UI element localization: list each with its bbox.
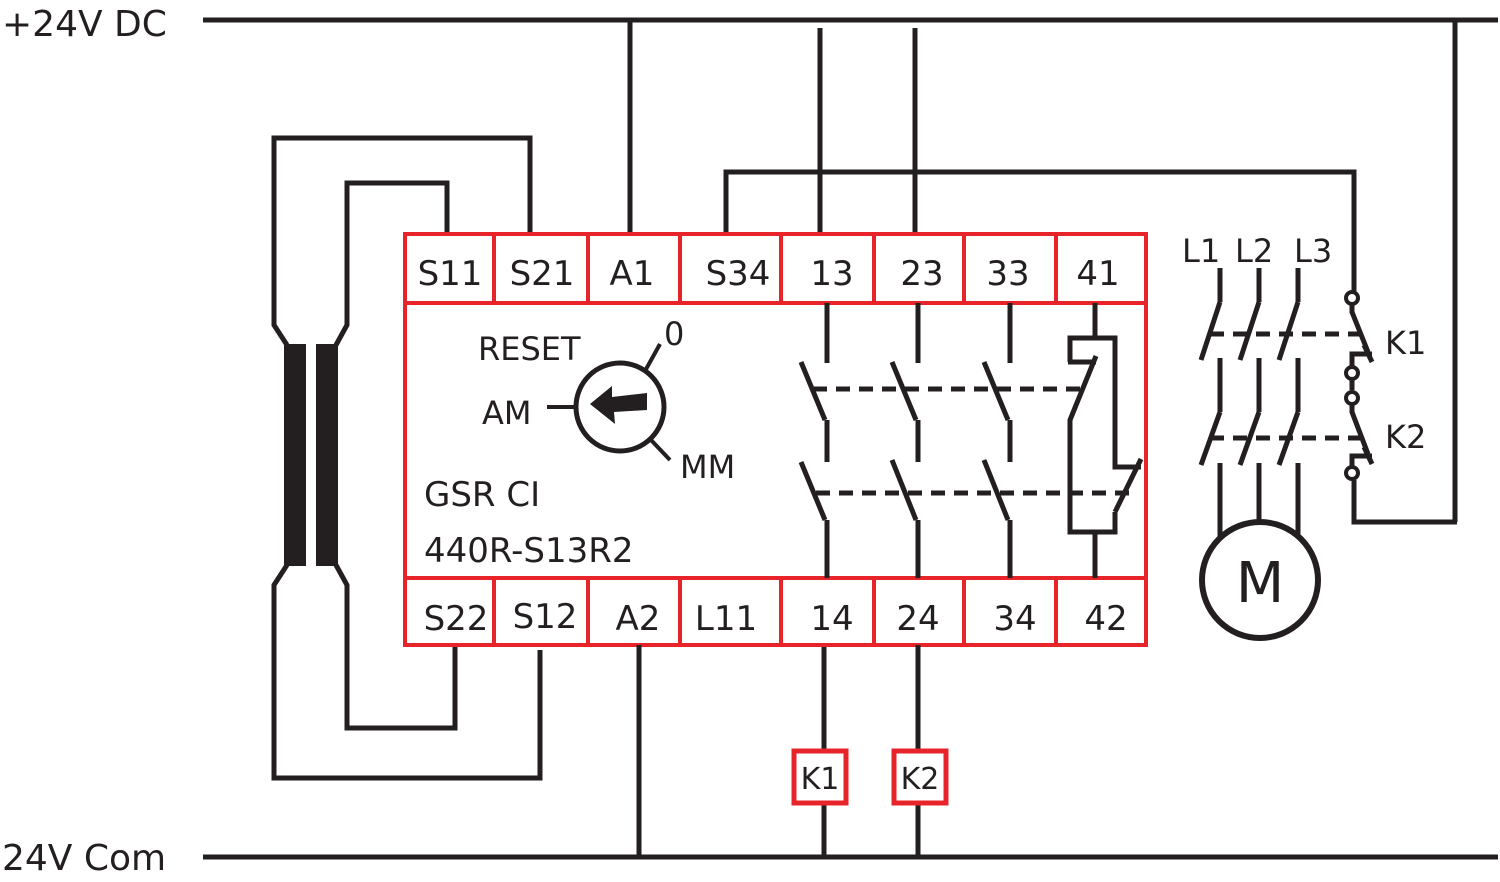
terminal-14: 14 [810,599,853,639]
coil-k2-label: K2 [901,762,940,797]
reset-label: RESET [478,330,581,368]
selector-position-am: AM [482,394,532,432]
mode-selector: RESET 0 AM MM [478,315,735,486]
phase-l3-label: L3 [1294,232,1332,270]
aux-k2-label: K2 [1385,418,1426,456]
positive-rail-label: +24V DC [2,4,167,45]
terminal-s34: S34 [706,254,771,294]
terminal-24: 24 [896,599,939,639]
relay-outline [403,232,1148,647]
output-contacts [798,303,1144,578]
terminal-34: 34 [993,599,1036,639]
common-rail-label: 24V Com [2,838,166,879]
terminal-41: 41 [1076,254,1119,294]
relay-model: 440R-S13R2 [424,531,634,571]
safety-switch [271,135,543,781]
terminal-a1: A1 [610,254,655,294]
terminal-s22: S22 [424,599,489,639]
motor: M [1199,519,1321,641]
terminal-42: 42 [1084,599,1127,639]
phase-l1-label: L1 [1182,232,1220,270]
selector-position-0: 0 [664,315,684,353]
s11-wire [333,180,450,347]
terminal-13: 13 [810,254,853,294]
coil-k1: K1 [791,748,849,806]
s21-wire [271,135,533,347]
aux-feedback-contacts: K1 K2 [1344,290,1457,525]
terminal-s12: S12 [513,597,578,637]
motor-symbol [1199,519,1321,641]
terminal-33: 33 [986,254,1029,294]
coil-k2: K2 [891,748,949,806]
s12-wire [271,563,543,781]
s22-wire [333,563,458,731]
s34-feedback-wire [723,169,1357,293]
aux-k1-label: K1 [1385,324,1426,362]
switch-contact-bar-right [316,344,338,566]
selector-position-mm: MM [680,448,735,486]
switch-contact-bar-left [284,344,306,566]
terminal-23: 23 [900,254,943,294]
terminal-s21: S21 [510,254,575,294]
contactor-main-poles: L1 L2 L3 [1182,232,1360,548]
motor-label: M [1236,551,1284,616]
terminal-l11: L11 [695,599,757,639]
phase-l2-label: L2 [1235,232,1273,270]
terminal-a2: A2 [616,599,661,639]
coil-k1-label: K1 [801,762,840,797]
selector-arrow-icon [590,386,647,424]
relay-name: GSR CI [424,475,540,515]
terminal-s11: S11 [418,254,483,294]
safety-relay: S11 S21 A1 S34 13 23 33 41 S22 S12 A2 L1… [403,232,1148,647]
aux-return-wire [1351,480,1457,525]
